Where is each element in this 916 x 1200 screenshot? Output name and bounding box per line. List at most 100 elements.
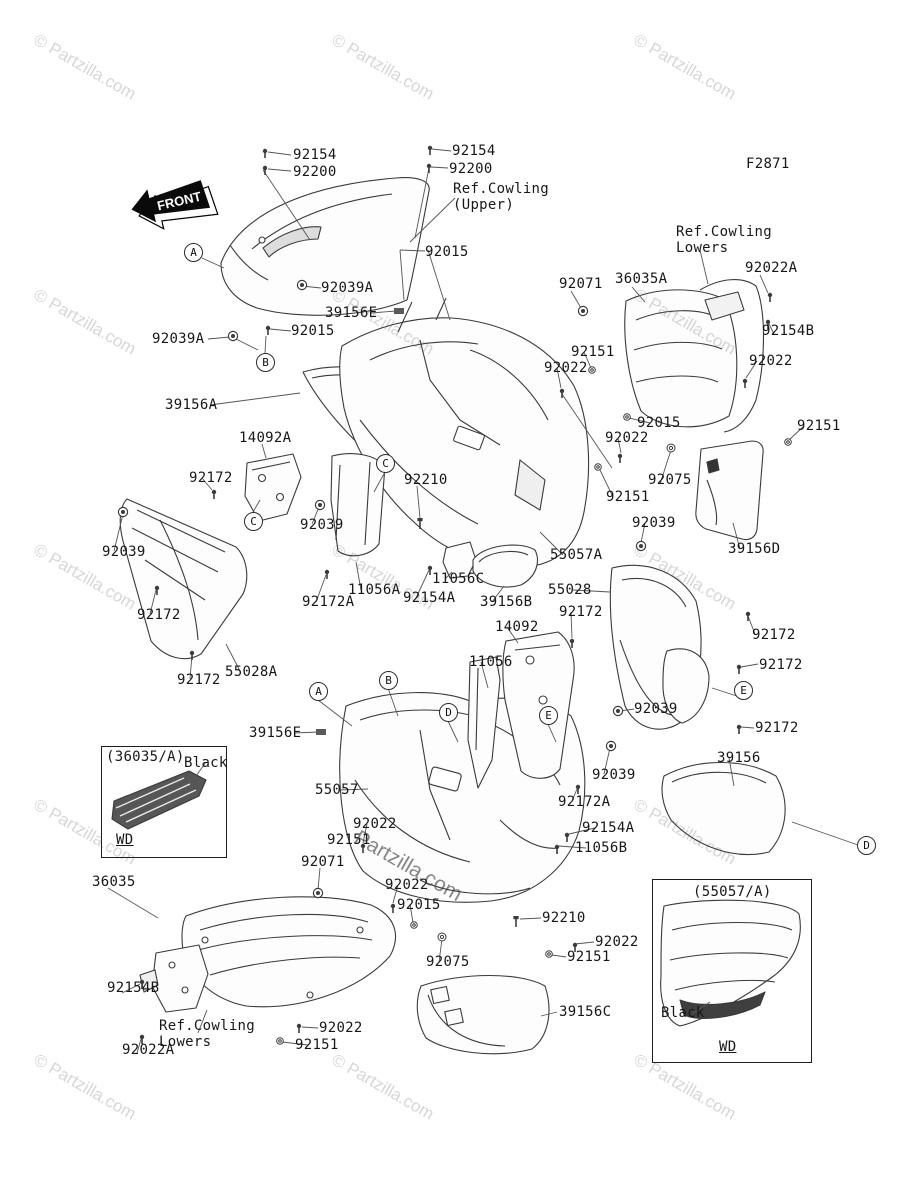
part-label: 92075: [426, 954, 470, 970]
part-label: 92210: [404, 472, 448, 488]
part-label: 92154: [452, 143, 496, 159]
part-label: 92075: [648, 472, 692, 488]
callout-C: C: [244, 512, 263, 531]
front-arrow-label: FRONT: [156, 189, 203, 214]
part-11056: [467, 656, 501, 789]
part-label: 92022: [595, 934, 639, 950]
part-label: 92151: [571, 344, 615, 360]
part-label: 55057A: [550, 547, 603, 563]
watermark: © Partzilla.com: [30, 1050, 140, 1124]
watermark: © Partzilla.com: [630, 285, 740, 359]
watermark: © Partzilla.com: [630, 795, 740, 869]
part-14092A: [244, 453, 302, 522]
part-label: 39156E: [325, 305, 378, 321]
part-label: 92172A: [558, 794, 611, 810]
part-label: 92015: [291, 323, 335, 339]
part-label: 92151: [567, 949, 611, 965]
part-label: 92151: [327, 832, 371, 848]
part-label: 55028: [548, 582, 592, 598]
part-label: 92039: [102, 544, 146, 560]
part-label: 92039: [592, 767, 636, 783]
part-label: 92172: [189, 470, 233, 486]
part-label: 39156D: [728, 541, 781, 557]
part-windscreen-39156A: [302, 366, 418, 470]
inset-55057A: (55057/A) Black WD: [652, 879, 812, 1063]
part-36035A: [624, 289, 738, 428]
part-label: 92022: [605, 430, 649, 446]
watermark: © Partzilla.com: [30, 30, 140, 104]
part-label: 92151: [606, 489, 650, 505]
part-label: 92172: [137, 607, 181, 623]
part-label: 92039A: [152, 331, 205, 347]
part-label: 92154A: [403, 590, 456, 606]
inset-36035A: (36035/A) Black WD: [101, 746, 227, 858]
part-label: 11056C: [432, 571, 485, 587]
watermark: © Partzilla.com: [30, 285, 140, 359]
inset-title: (36035/A): [106, 749, 185, 765]
part-label: 92071: [559, 276, 603, 292]
inset-title: (55057/A): [693, 884, 772, 900]
part-label: 92154: [293, 147, 337, 163]
part-label: 92022: [749, 353, 793, 369]
callout-E: E: [539, 706, 558, 725]
part-label: 92022: [353, 816, 397, 832]
part-label: 92039A: [321, 280, 374, 296]
inset-footer-wd: WD: [116, 832, 134, 848]
watermark: © Partzilla.com: [328, 1050, 438, 1124]
part-label: 92200: [449, 161, 493, 177]
part-label: 92172: [559, 604, 603, 620]
part-14092: [502, 631, 575, 779]
part-label: 92039: [634, 701, 678, 717]
part-label: 39156C: [559, 1004, 612, 1020]
part-label: 14092A: [239, 430, 292, 446]
front-arrow: FRONT: [131, 180, 219, 230]
part-label: 92154A: [582, 820, 635, 836]
part-main-cowling: [339, 317, 590, 568]
callout-C: C: [376, 454, 395, 473]
part-label: 39156A: [165, 397, 218, 413]
part-label: 55028A: [225, 664, 278, 680]
part-label: 92039: [300, 517, 344, 533]
callout-D: D: [439, 703, 458, 722]
part-label: Ref.Cowling Lowers: [676, 224, 773, 256]
part-label: 39156: [717, 750, 761, 766]
part-label: 92172: [755, 720, 799, 736]
part-label: 39156E: [249, 725, 302, 741]
inset-footer-wd: WD: [719, 1039, 737, 1055]
part-label: 92151: [295, 1037, 339, 1053]
part-label: 92172A: [302, 594, 355, 610]
watermark: © Partzilla.com: [630, 30, 740, 104]
part-label: 92022: [319, 1020, 363, 1036]
part-label: 92022A: [122, 1042, 175, 1058]
part-label: 92210: [542, 910, 586, 926]
part-label: 36035A: [615, 271, 668, 287]
part-label: 39156B: [480, 594, 533, 610]
part-bracket-bottom: [151, 944, 209, 1013]
part-label: 92022: [385, 877, 429, 893]
part-label: 11056B: [575, 840, 628, 856]
part-36035: [181, 896, 397, 1008]
part-label: Ref.Cowling (Upper): [453, 181, 550, 213]
part-label: 11056: [469, 654, 513, 670]
inset-note-black: Black: [184, 755, 228, 771]
part-label: 92039: [632, 515, 676, 531]
callout-A: A: [184, 243, 203, 262]
watermark: © Partzilla.com: [630, 540, 740, 614]
part-label: 92154B: [107, 980, 160, 996]
part-label: 92151: [797, 418, 841, 434]
part-label: 92022: [544, 360, 588, 376]
part-label: 92200: [293, 164, 337, 180]
callout-B: B: [256, 353, 275, 372]
inset-note-black: Black: [661, 1005, 705, 1021]
part-label: 92015: [397, 897, 441, 913]
part-39156C: [416, 974, 550, 1055]
figure-code: F2871: [746, 156, 790, 172]
callout-A: A: [309, 682, 328, 701]
part-label: 14092: [495, 619, 539, 635]
part-label: 36035: [92, 874, 136, 890]
part-55028A: [119, 498, 248, 660]
part-label: 92015: [425, 244, 469, 260]
part-label: 92172: [177, 672, 221, 688]
part-label: 55057: [315, 782, 359, 798]
